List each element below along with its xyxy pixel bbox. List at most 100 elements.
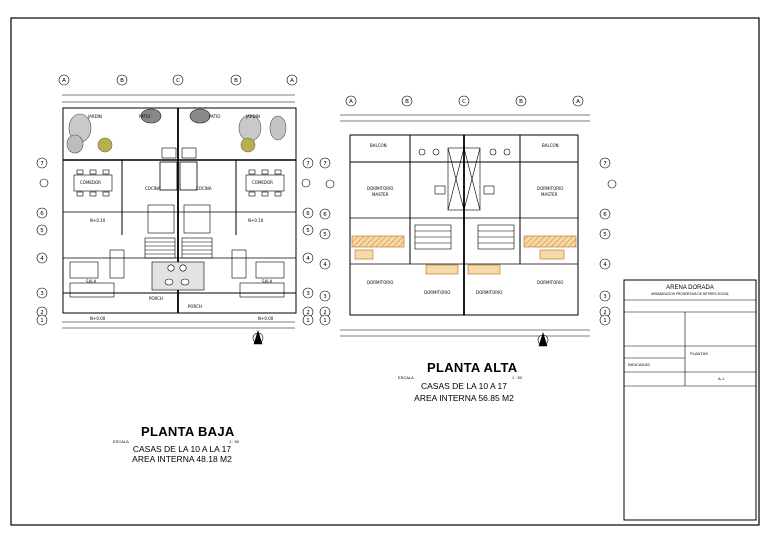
axis-bubble-B: B bbox=[116, 74, 128, 86]
sheet-number: A-1 bbox=[718, 376, 725, 381]
title-block bbox=[623, 279, 757, 521]
svg-text:7: 7 bbox=[40, 161, 44, 167]
axis-bubble-B: B bbox=[401, 95, 413, 107]
svg-text:1: 1 bbox=[40, 318, 44, 324]
planta-alta-escala-value: 1 : 50 bbox=[512, 375, 523, 380]
sheet-frame bbox=[10, 17, 760, 526]
svg-text:4: 4 bbox=[306, 256, 310, 262]
axis-bubble-4: 4 bbox=[599, 258, 611, 270]
svg-text:6: 6 bbox=[306, 211, 310, 217]
planta-baja-row-axes: 7 7 6 6 5 5 4 4 3 3 2 2 1 1 bbox=[36, 157, 314, 326]
planta-alta-line2: AREA INTERNA 56.85 M2 bbox=[414, 393, 514, 403]
room-label-cocina: COCINA bbox=[145, 186, 161, 191]
svg-text:4: 4 bbox=[603, 262, 607, 268]
svg-text:C: C bbox=[462, 99, 466, 105]
planta-baja-escala-value: 1 : 50 bbox=[229, 439, 240, 444]
planta-baja-plan: A B C B A 7 7 6 6 5 5 4 4 3 3 2 2 1 1 bbox=[36, 74, 314, 345]
room-label-sala: SALA bbox=[86, 279, 97, 284]
svg-text:5: 5 bbox=[603, 232, 607, 238]
axis-bubble-5: 5 bbox=[599, 228, 611, 240]
svg-text:B: B bbox=[234, 78, 238, 84]
room-label-patio: PATIO bbox=[139, 114, 151, 119]
svg-text:B: B bbox=[120, 78, 124, 84]
svg-text:7: 7 bbox=[306, 161, 310, 167]
room-label-porch: PORCH bbox=[149, 296, 163, 301]
svg-text:7: 7 bbox=[323, 161, 327, 167]
room-label-balcon: BALCON bbox=[370, 143, 387, 148]
axis-bubble-A: A bbox=[572, 95, 584, 107]
svg-text:4: 4 bbox=[40, 256, 44, 262]
axis-bubble-5: 5 bbox=[319, 228, 331, 240]
axis-bubble-7: 7 bbox=[302, 157, 314, 169]
axis-bubble-4: 4 bbox=[302, 252, 314, 264]
level-mark: N+0.00 bbox=[90, 316, 106, 321]
comedor-table-left bbox=[73, 174, 113, 192]
sheet-plantas: PLANTAS bbox=[690, 351, 708, 356]
axis-bubble-A: A bbox=[286, 74, 298, 86]
room-label-balcon: BALCON bbox=[542, 143, 559, 148]
axis-bubble-4: 4 bbox=[36, 252, 48, 264]
svg-text:3: 3 bbox=[323, 294, 327, 300]
svg-text:C: C bbox=[176, 78, 180, 84]
room-label-dormitorio: DORMITORIO bbox=[537, 280, 564, 285]
shrub-icon bbox=[97, 137, 113, 153]
svg-text:5: 5 bbox=[306, 228, 310, 234]
svg-text:A: A bbox=[349, 99, 353, 105]
planta-alta-line1: CASAS DE LA 10 A 17 bbox=[420, 381, 507, 391]
svg-text:2: 2 bbox=[40, 310, 44, 316]
room-label-comedor: COMEDOR bbox=[252, 180, 273, 185]
axis-bubble-B: B bbox=[230, 74, 242, 86]
armchair-left bbox=[109, 249, 125, 279]
axis-bubble-3: 3 bbox=[319, 290, 331, 302]
room-label-master: MASTER bbox=[372, 192, 389, 197]
level-mark: N+0.00 bbox=[258, 316, 274, 321]
axis-bubble-A: A bbox=[58, 74, 70, 86]
project-name: ARENA DORADA bbox=[666, 285, 714, 291]
svg-text:6: 6 bbox=[40, 211, 44, 217]
axis-bubble-5: 5 bbox=[36, 224, 48, 236]
svg-text:2: 2 bbox=[603, 310, 607, 316]
room-label-dormitorio: DORMITORIO bbox=[476, 290, 503, 295]
axis-bubble-3: 3 bbox=[302, 287, 314, 299]
shrub-icon bbox=[240, 137, 256, 153]
sofa-left-top bbox=[69, 261, 99, 279]
axis-bubble-6: 6 bbox=[36, 207, 48, 219]
room-label-dormitorio-master: DORMITORIO bbox=[367, 186, 394, 191]
axis-bubble-7: 7 bbox=[36, 157, 48, 169]
room-label-master: MASTER bbox=[541, 192, 558, 197]
room-label-comedor: COMEDOR bbox=[80, 180, 101, 185]
svg-text:A: A bbox=[62, 78, 66, 84]
axis-bubble-3: 3 bbox=[599, 290, 611, 302]
svg-text:6: 6 bbox=[323, 212, 327, 218]
axis-bubble-3: 3 bbox=[36, 287, 48, 299]
axis-bubble-6: 6 bbox=[599, 208, 611, 220]
axis-bubble-2: 2 bbox=[302, 306, 314, 318]
room-label-porch: PORCH bbox=[188, 304, 202, 309]
axis-bubble-5: 5 bbox=[302, 224, 314, 236]
svg-text:4: 4 bbox=[323, 262, 327, 268]
level-mark: N+0.10 bbox=[90, 218, 106, 223]
project-subtitle: URBANIZACION PROGRESIVA DE INTERES SOCIA… bbox=[650, 292, 730, 296]
axis-bubble-C: C bbox=[458, 95, 470, 107]
comedor-table-right bbox=[245, 174, 285, 192]
armchair-right bbox=[231, 249, 247, 279]
svg-text:3: 3 bbox=[603, 294, 607, 300]
room-label-jardin: JARDIN bbox=[246, 114, 260, 119]
room-label-patio: PATIO bbox=[209, 114, 221, 119]
svg-text:2: 2 bbox=[323, 310, 327, 316]
axis-bubble-B: B bbox=[515, 95, 527, 107]
escala-indicadas: INDICADAS bbox=[628, 362, 650, 367]
svg-text:2: 2 bbox=[306, 310, 310, 316]
svg-text:A: A bbox=[290, 78, 294, 84]
room-label-cocina: COCINA bbox=[196, 186, 212, 191]
axis-bubble-6: 6 bbox=[302, 207, 314, 219]
axis-bubble-1: 1 bbox=[36, 314, 48, 326]
svg-text:3: 3 bbox=[40, 291, 44, 297]
svg-text:1: 1 bbox=[306, 318, 310, 324]
level-mark: N+0.10 bbox=[248, 218, 264, 223]
planta-alta-escala-label: ESCALA bbox=[398, 375, 414, 380]
